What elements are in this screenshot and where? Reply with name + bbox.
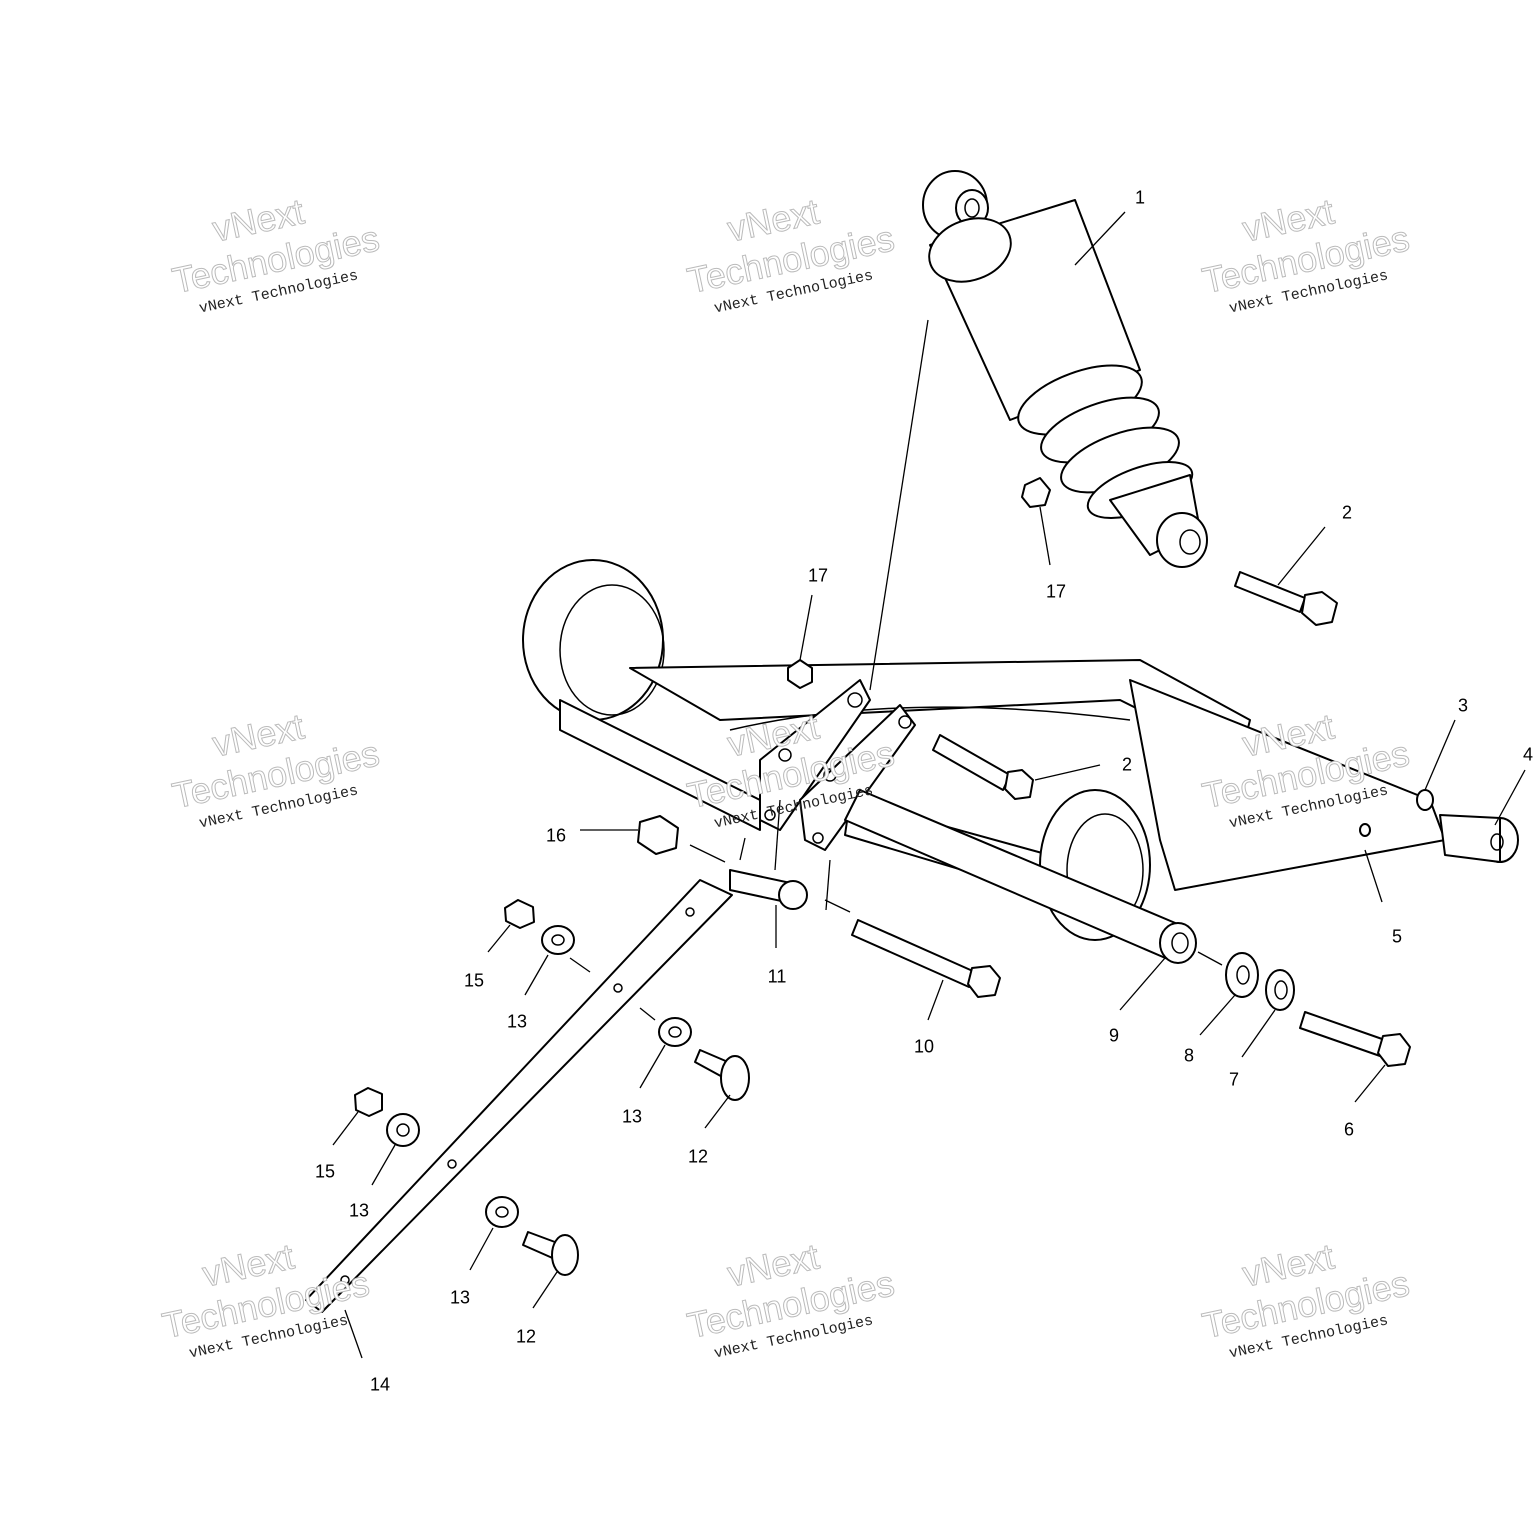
- callout-10: 10: [913, 1036, 935, 1057]
- nut-15-upper: [504, 899, 535, 929]
- callout-13: 13: [621, 1106, 643, 1127]
- callout-16: 16: [545, 825, 567, 846]
- callout-3: 3: [1457, 695, 1469, 716]
- callout-1: 1: [1134, 187, 1146, 208]
- callout-11: 11: [767, 966, 787, 987]
- callout-2: 2: [1341, 502, 1353, 523]
- callout-4: 4: [1522, 744, 1534, 765]
- bolt-2-upper: [1234, 571, 1338, 626]
- callout-8: 8: [1183, 1045, 1195, 1066]
- callout-9: 9: [1108, 1025, 1120, 1046]
- nut-17-upper: [1021, 477, 1051, 508]
- callout-13: 13: [348, 1200, 370, 1221]
- callout-15: 15: [463, 970, 485, 991]
- shock-absorber: [922, 170, 1208, 568]
- rivets-12: [522, 1049, 750, 1276]
- washers-13: [386, 925, 692, 1228]
- wear-strip-14: [305, 879, 733, 1313]
- leader-lines: [332, 211, 1526, 1359]
- callout-17: 17: [807, 565, 829, 586]
- callout-12: 12: [515, 1326, 537, 1347]
- bolt-2-middle: [932, 734, 1034, 800]
- callout-6: 6: [1343, 1119, 1355, 1140]
- callout-14: 14: [369, 1374, 391, 1395]
- callout-2: 2: [1121, 754, 1133, 775]
- callout-7: 7: [1228, 1069, 1240, 1090]
- washer-7: [1265, 969, 1295, 1011]
- axle-tube: [844, 789, 1197, 964]
- shock-mount-plates: [759, 679, 916, 851]
- nut-16: [637, 815, 679, 855]
- washer-8: [1225, 952, 1259, 998]
- callout-5: 5: [1391, 926, 1403, 947]
- bolt-6: [1299, 1011, 1411, 1067]
- callout-13: 13: [449, 1287, 471, 1308]
- callout-13: 13: [506, 1011, 528, 1032]
- callout-15: 15: [314, 1161, 336, 1182]
- callout-12: 12: [687, 1146, 709, 1167]
- callout-17: 17: [1045, 581, 1067, 602]
- nut-15-lower: [354, 1087, 383, 1117]
- bolt-10: [851, 919, 1001, 998]
- spacer-11: [729, 869, 808, 910]
